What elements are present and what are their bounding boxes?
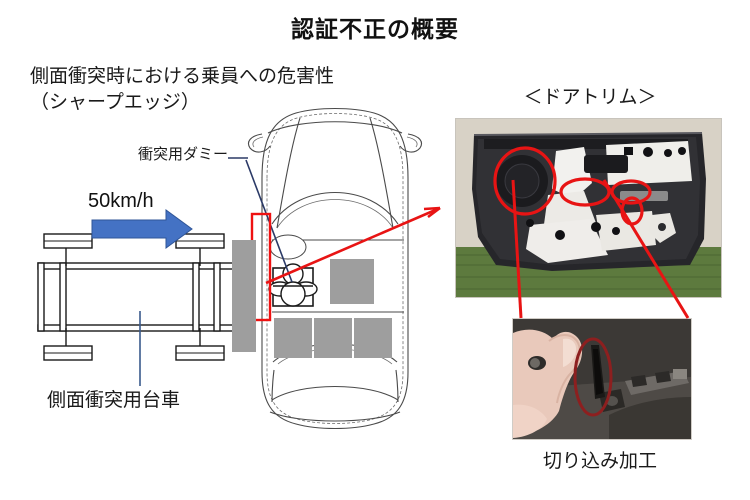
notch-caption: 切り込み加工	[542, 451, 657, 472]
notch-annotations	[573, 337, 613, 417]
notch-photo-content	[513, 319, 691, 439]
headline-text: 側面衝突時における乗員への危害性 （シャープエッジ）	[30, 66, 335, 113]
doortrim-title: ＜ドアトリム＞	[523, 87, 657, 108]
doortrim-annotations	[493, 146, 652, 226]
dummy-label: 衝突用ダミー	[138, 146, 229, 163]
car-interior-lines	[269, 234, 404, 313]
dummy-leader-line	[245, 159, 293, 283]
car-seats	[274, 259, 392, 358]
trolley-caption: 側面衝突用台車	[47, 390, 181, 411]
white-pad-edge-ellipse	[559, 177, 611, 207]
doortrim-photo	[455, 118, 722, 298]
car-top-view	[247, 108, 423, 429]
notch-photo	[512, 318, 692, 440]
speed-label: 50km/h	[88, 190, 154, 212]
speaker-area-circle	[493, 146, 557, 216]
side-impact-trolley	[37, 233, 239, 361]
impact-door-highlight	[250, 212, 272, 322]
page-title: 認証不正の概要	[291, 16, 459, 42]
connector-car-to-doortrim	[265, 206, 441, 285]
crash-test-dummy	[268, 263, 318, 307]
upper-right-ellipse	[610, 179, 652, 205]
impact-direction-arrow	[91, 209, 193, 249]
notch-ellipse	[573, 337, 613, 417]
impact-barrier-block	[232, 240, 256, 352]
